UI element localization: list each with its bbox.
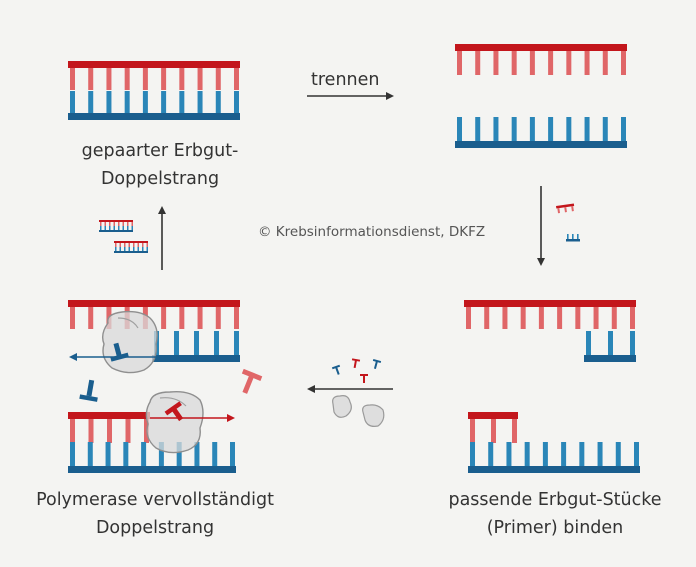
label-polymerase: Polymerase vervollständigt Doppelstrang bbox=[36, 490, 274, 538]
label-primer-binding: passende Erbgut-Stücke (Primer) binden bbox=[448, 490, 662, 538]
paired-double-strand bbox=[68, 61, 240, 120]
nucleotide-red-loose bbox=[241, 368, 263, 394]
arrow-up bbox=[158, 206, 166, 270]
primer-icon bbox=[556, 203, 580, 242]
nucleotide-red-large bbox=[164, 401, 184, 422]
nucleotide-icons bbox=[331, 358, 382, 383]
copyright-notice: © Krebsinformationsdienst, DKFZ bbox=[258, 224, 486, 240]
label-paired-double-strand: gepaarter Erbgut- Doppelstrang bbox=[81, 141, 239, 189]
arrow-separate bbox=[307, 92, 394, 100]
arrow-left bbox=[307, 385, 393, 393]
nucleotide-blue-loose bbox=[79, 379, 98, 402]
nucleotide-blue-large bbox=[110, 342, 129, 362]
small-double-strand-icons bbox=[99, 220, 148, 253]
polymerase-enzyme-bottom bbox=[145, 390, 204, 454]
label-separate: trennen bbox=[311, 70, 380, 90]
arrow-down bbox=[537, 186, 545, 266]
primer-bound-strands bbox=[464, 300, 640, 473]
synthesis-arrow-right bbox=[150, 414, 235, 422]
polymerase-enzyme-top bbox=[101, 310, 158, 374]
polymerase-enzyme-icons bbox=[332, 395, 385, 427]
separated-strands bbox=[455, 44, 627, 148]
